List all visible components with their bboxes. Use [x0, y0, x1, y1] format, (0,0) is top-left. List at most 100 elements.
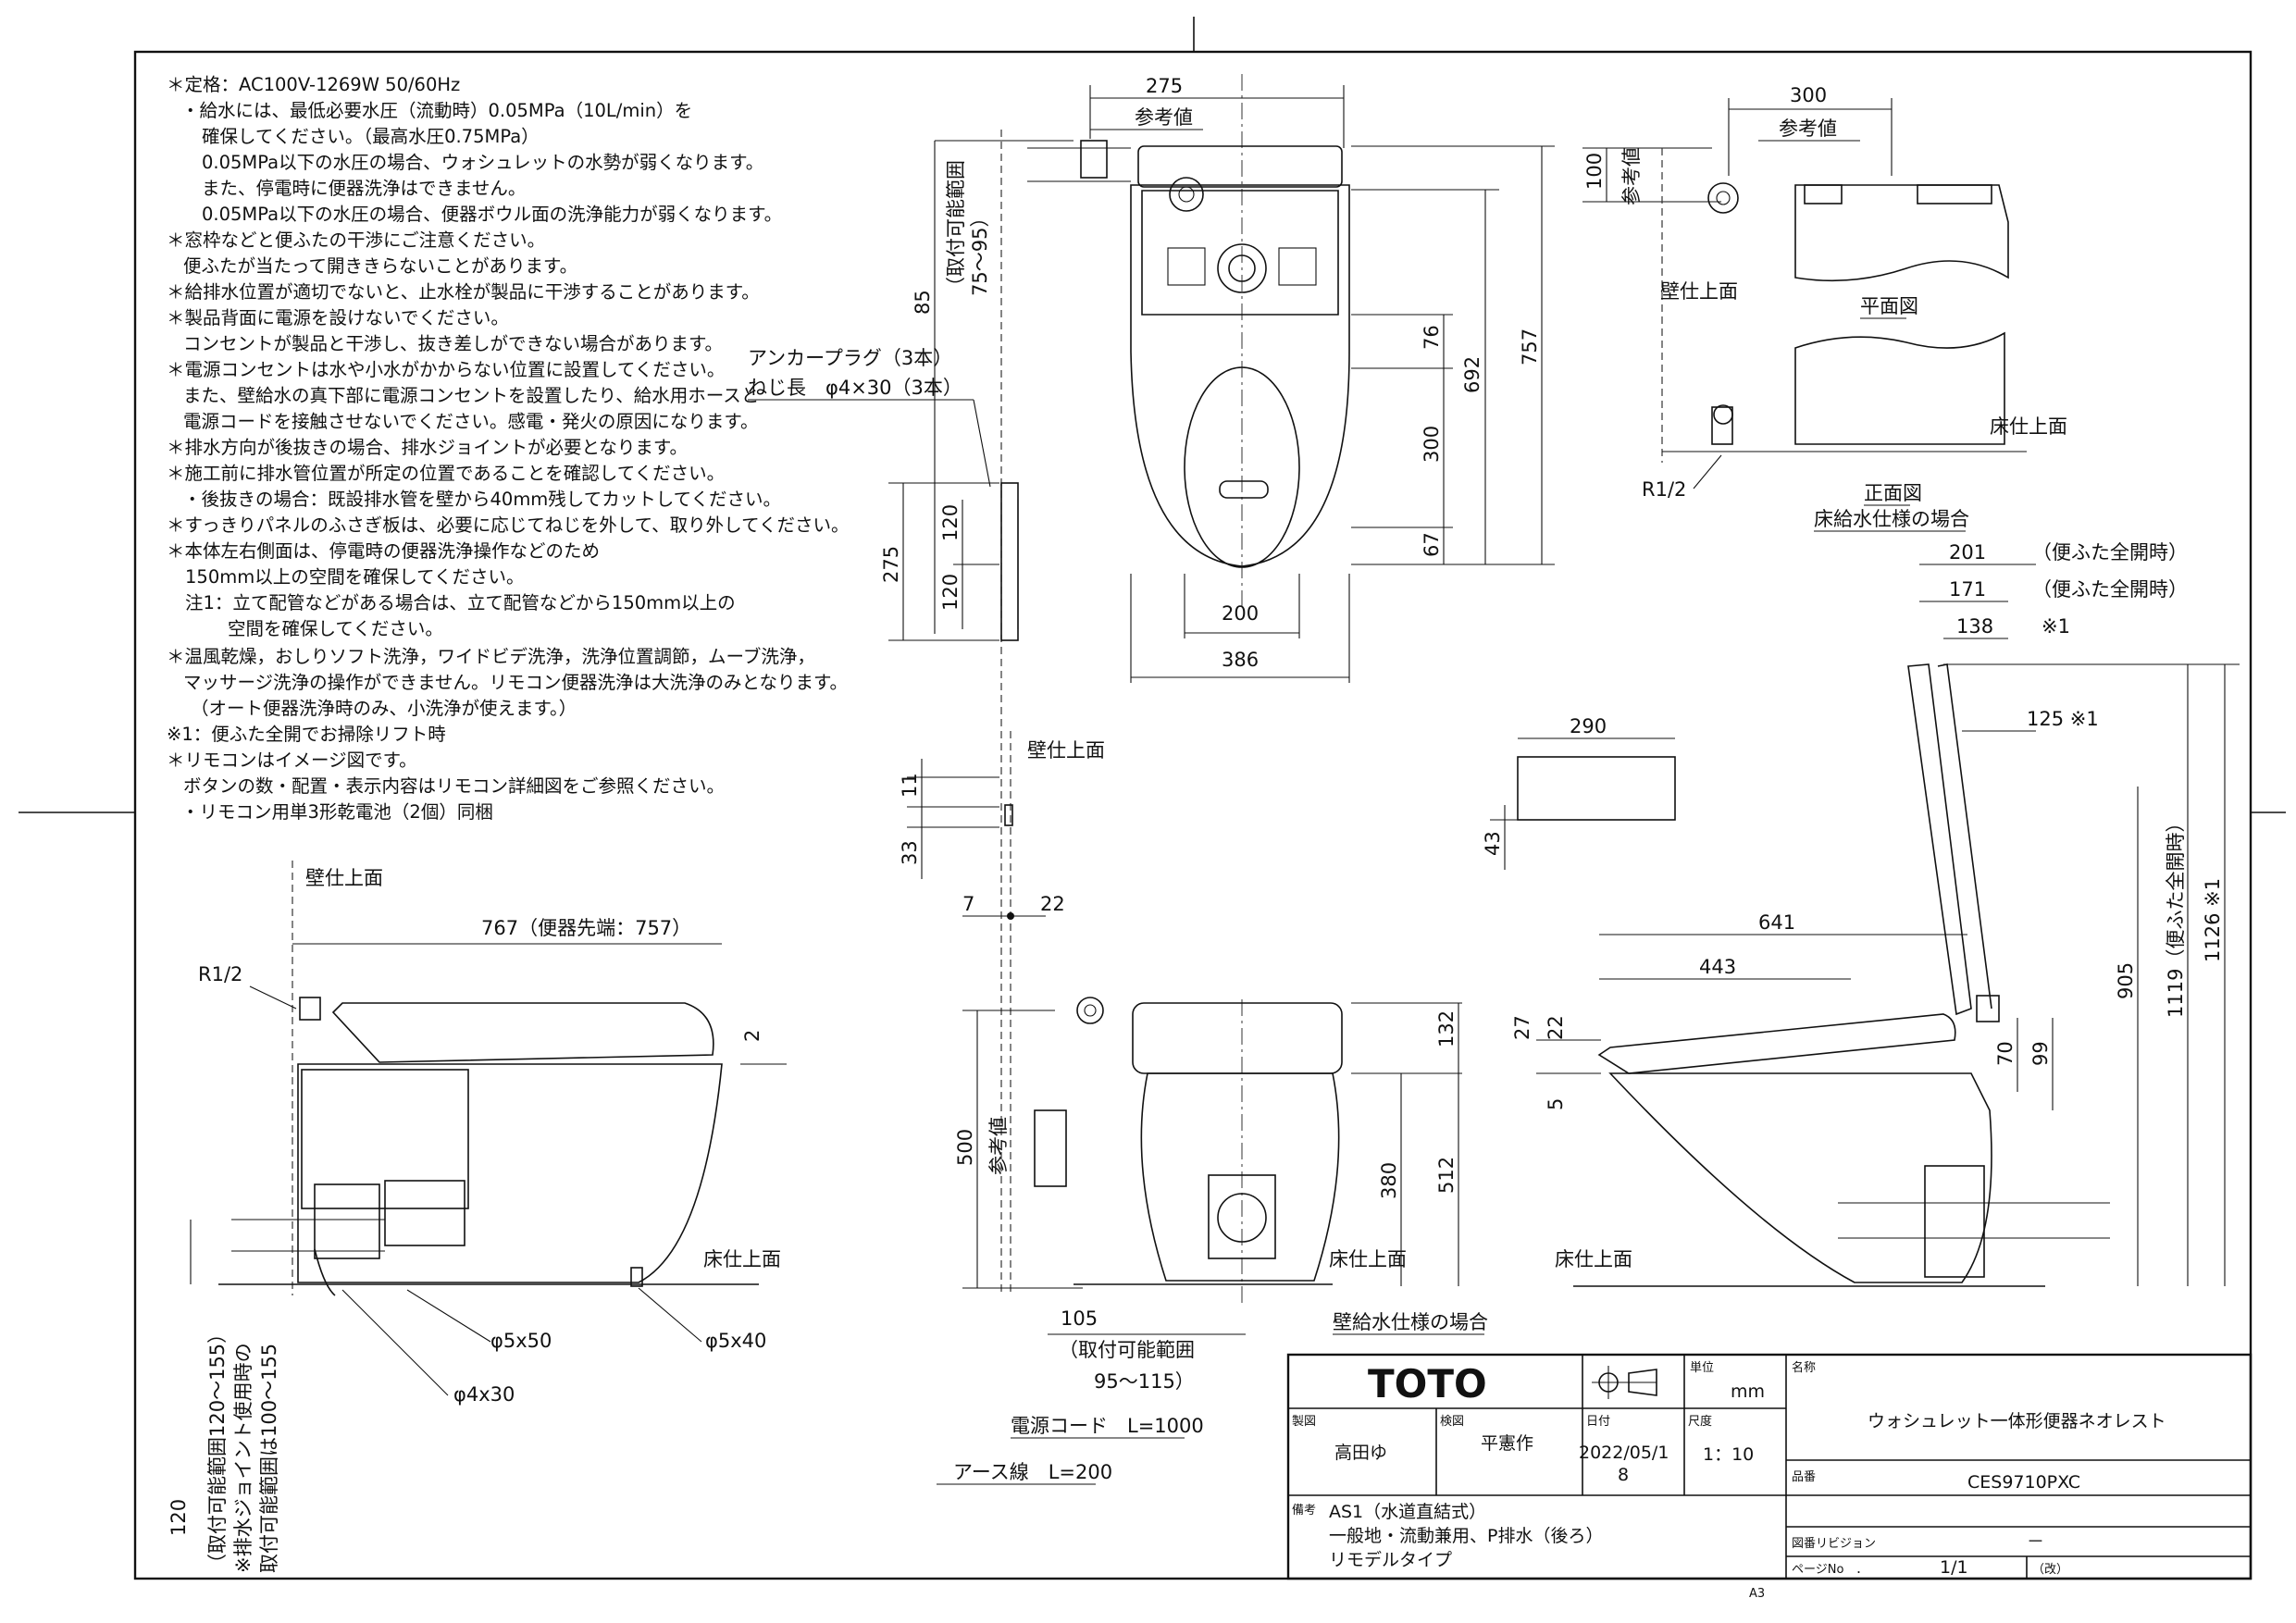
front-dim-512: 512 — [1435, 1157, 1458, 1194]
right-side-view: 201 171 138 （便ふた全開時） （便ふた全開時） ※1 床仕上面 12… — [1511, 541, 2240, 1287]
dim-120-a: 120 — [939, 504, 962, 541]
anchor-screw-label: ねじ長 φ4×30（3本） — [748, 377, 962, 399]
top-view: 275 参考値 85 （取付可能範囲 75～95） 757 692 76 300… — [748, 74, 1555, 1295]
right-dim-5: 5 — [1545, 1098, 1567, 1110]
note-line: また、停電時に便器洗浄はできません。 — [202, 178, 526, 199]
note-line: 便ふたが当たって開ききらないことがあります。 — [183, 255, 577, 277]
dim-386: 386 — [1222, 649, 1259, 671]
drawer-label: 製図 — [1292, 1415, 1316, 1429]
dim-range-2: 75～95） — [969, 208, 991, 296]
notes-block: ＊定格：AC100V-1269W 50/60Hz ・給水には、最低必要水圧（流動… — [167, 74, 850, 823]
wall-supply-caption: 壁給水仕様の場合 — [1333, 1311, 1488, 1333]
page-label: ページNo ． — [1792, 1563, 1868, 1577]
front-dim-132: 132 — [1435, 1010, 1458, 1047]
scale-label: 尺度 — [1688, 1414, 1712, 1429]
right-dim-1119: 1119（便ふた全開時） — [2165, 813, 2187, 1018]
note-line: ＊リモコンはイメージ図です。 — [167, 750, 417, 771]
right-dim-125: 125 ※1 — [2027, 708, 2099, 730]
note-line: ・給水には、最低必要水圧（流動時）0.05MPa（10L/min）を — [181, 100, 692, 121]
front-range-2: 95～115） — [1094, 1370, 1195, 1393]
note-line: ＊給排水位置が適切でないと、止水栓が製品に干渉することがあります。 — [167, 281, 760, 303]
scale-value: 1：10 — [1703, 1444, 1754, 1465]
front-r12-label: R1/2 — [1642, 478, 1686, 501]
remarks-label: 備考 — [1292, 1503, 1316, 1518]
date-label: 日付 — [1586, 1415, 1610, 1429]
date-value: 2022/05/1 — [1579, 1443, 1669, 1463]
remote-wall-label: 壁仕上面 — [1027, 739, 1105, 762]
plan-ref-label: 参考値 — [1779, 118, 1837, 140]
left-range-3: 取付可能範囲は100～155 — [258, 1344, 280, 1573]
right-open-1: （便ふた全開時） — [2032, 541, 2188, 564]
left-dim-2: 2 — [741, 1030, 763, 1042]
dim-300: 300 — [1421, 426, 1443, 463]
plan-dim-100: 100 — [1583, 153, 1606, 190]
front-floor-label: 床仕上面 — [1329, 1248, 1407, 1270]
note-line: ＊すっきりパネルのふさぎ板は、必要に応じてねじを外して、取り外してください。 — [167, 514, 850, 536]
unit-value: mm — [1731, 1381, 1765, 1402]
dim-ref-label: 参考値 — [1135, 106, 1193, 129]
note-line: マッサージ洗浄の操作ができません。リモコン便器洗浄は大洗浄のみとなります。 — [183, 672, 848, 693]
dim-275-v: 275 — [880, 546, 902, 583]
dim-275: 275 — [1146, 75, 1183, 97]
right-dim-1126: 1126 ※1 — [2202, 878, 2224, 962]
right-dim-22: 22 — [1545, 1015, 1567, 1040]
front-floor-label: 床仕上面 — [1990, 415, 2067, 438]
dim-692: 692 — [1461, 356, 1483, 393]
note-line: 確保してください。（最高水圧0.75MPa） — [202, 126, 540, 147]
left-floor-label: 床仕上面 — [703, 1248, 781, 1270]
note-line: 空間を確保してください。 — [228, 618, 443, 639]
page-suffix: （改） — [2032, 1563, 2068, 1577]
left-wall-label: 壁仕上面 — [305, 867, 383, 889]
note-line: ＊排水方向が後抜きの場合、排水ジョイントが必要となります。 — [167, 437, 688, 458]
left-range-1: （取付可能範囲120～155） — [206, 1324, 229, 1573]
earth-wire-label: アース線 L=200 — [953, 1461, 1112, 1483]
right-dim-27: 27 — [1511, 1015, 1533, 1040]
note-line: ＊窓枠などと便ふたの干渉にご注意ください。 — [167, 229, 545, 251]
checker-name: 平憲作 — [1481, 1433, 1533, 1454]
title-block-frame — [1286, 1353, 2253, 1580]
drawing-frame — [133, 50, 2253, 1580]
note-line: ＊電源コンセントは水や小水がかからない位置に設置してください。 — [167, 359, 725, 380]
note-line: 0.05MPa以下の水圧の場合、便器ボウル面の洗浄能力が弱くなります。 — [202, 204, 782, 225]
remarks-line: 一般地・流動兼用、P排水（後ろ） — [1329, 1526, 1603, 1546]
part-label: 品番 — [1792, 1470, 1816, 1484]
remarks-line: AS1（水道直結式） — [1329, 1502, 1486, 1522]
plan-label: 平面図 — [1860, 295, 1918, 317]
left-side-view: 壁仕上面 767（便器先端：757） R1/2 2 床仕上面 φ5x50 φ5x… — [168, 861, 787, 1573]
note-line: また、壁給水の真下部に電源コンセントを設置したり、給水用ホースと — [183, 385, 759, 406]
right-dim-201: 201 — [1949, 541, 1986, 564]
right-floor-label: 床仕上面 — [1555, 1248, 1632, 1270]
plan-ref-v: 参考値 — [1620, 147, 1643, 205]
name-label: 名称 — [1792, 1360, 1816, 1375]
dim-757: 757 — [1519, 328, 1541, 365]
revision-label: 図番リビジョン — [1792, 1537, 1876, 1551]
checker-label: 検図 — [1440, 1415, 1464, 1429]
right-dim-99: 99 — [2029, 1041, 2052, 1066]
remarks-line: リモデルタイプ — [1329, 1550, 1452, 1570]
right-dim-443: 443 — [1699, 956, 1736, 978]
dim-200: 200 — [1222, 602, 1259, 625]
date-value-2: 8 — [1618, 1465, 1629, 1485]
note-line: ＊温風乾燥，おしりソフト洗浄，ワイドビデ洗浄，洗浄位置調節，ムーブ洗浄， — [167, 646, 815, 667]
front-label: 正面図 — [1864, 482, 1922, 504]
floor-supply-views: 300 参考値 100 参考値 壁仕上面 平面図 床仕上面 R1/2 正面図 床… — [1582, 84, 2067, 532]
left-dim-767: 767（便器先端：757） — [481, 917, 691, 939]
right-dim-70: 70 — [1994, 1041, 2017, 1066]
note-line: 0.05MPa以下の水圧の場合、ウォシュレットの水勢が弱くなります。 — [202, 152, 763, 173]
title-block: TOTO 単位 mm 名称 ウォシュレット一体形便器ネオレスト 製図 高田ゆ 検… — [1286, 1353, 2253, 1601]
note-line: ・リモコン用単3形乾電池（2個）同梱 — [181, 801, 493, 823]
power-cord-label: 電源コード L=1000 — [1011, 1415, 1204, 1437]
unit-label: 単位 — [1690, 1360, 1714, 1375]
part-number: CES9710PXC — [1967, 1472, 2080, 1493]
page-number: 1/1 — [1940, 1557, 1968, 1578]
remote-dim-11: 11 — [899, 773, 921, 798]
label-p5x50: φ5x50 — [490, 1330, 552, 1352]
front-dim-380: 380 — [1378, 1162, 1400, 1199]
remote-box-dim-43: 43 — [1482, 831, 1504, 856]
note-line: 電源コードを接触させないでください。感電・発火の原因になります。 — [183, 411, 758, 432]
note-line: ＊製品背面に電源を設けないでください。 — [167, 307, 509, 328]
remote-dim-7: 7 — [962, 893, 974, 915]
product-name: ウォシュレット一体形便器ネオレスト — [1868, 1411, 2166, 1431]
dim-85: 85 — [912, 290, 934, 315]
